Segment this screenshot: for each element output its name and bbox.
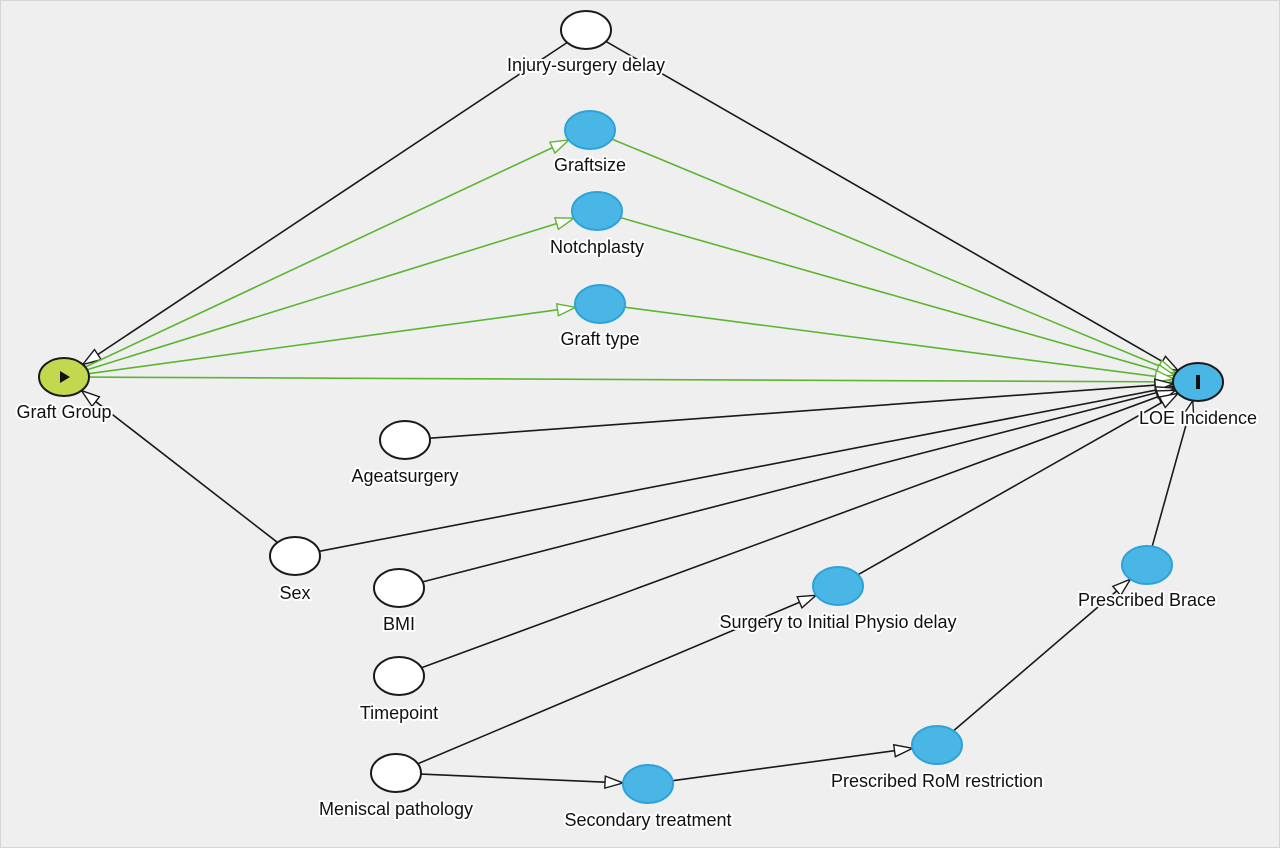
node-label-physio: Surgery to Initial Physio delay xyxy=(719,612,956,632)
node-label-sex: Sex xyxy=(279,583,310,603)
edge-line xyxy=(86,217,575,371)
edge-brace-to-loe[interactable] xyxy=(1151,398,1195,547)
node-ellipse[interactable] xyxy=(370,753,422,793)
node-ellipse[interactable] xyxy=(379,420,431,460)
arrowhead-icon xyxy=(1158,392,1180,409)
node-label-graft_group: Graft Group xyxy=(16,402,111,422)
edge-line xyxy=(319,385,1174,553)
node-ellipse[interactable] xyxy=(373,568,425,608)
edge-line xyxy=(422,387,1175,583)
edge-line xyxy=(82,41,568,366)
edge-line xyxy=(611,138,1177,374)
node-label-bmi: BMI xyxy=(383,614,415,634)
arrowhead-icon xyxy=(80,348,103,366)
arrowhead-icon xyxy=(555,302,578,317)
node-ellipse[interactable] xyxy=(560,10,612,50)
edge-graft_group-to-notch[interactable] xyxy=(86,217,576,371)
node-label-age: Ageatsurgery xyxy=(351,466,458,486)
node-label-rom: Prescribed RoM restriction xyxy=(831,771,1043,791)
edge-line xyxy=(417,594,817,765)
edge-graft_group-to-grafttype[interactable] xyxy=(88,302,578,375)
node-ellipse[interactable] xyxy=(812,566,864,606)
edge-graft_group-to-graftsize[interactable] xyxy=(84,139,571,368)
node-ellipse[interactable] xyxy=(622,764,674,804)
label-layer: Graft Group LOE Incidence Injury-surgery d… xyxy=(14,53,1259,832)
node-notch[interactable] xyxy=(571,191,623,231)
edge-menisc-to-secondary[interactable] xyxy=(420,773,626,790)
arrowhead-icon xyxy=(79,389,101,408)
node-label-delay: Injury-surgery delay xyxy=(507,55,665,75)
node-label-grafttype: Graft type xyxy=(560,329,639,349)
node-physio[interactable] xyxy=(812,566,864,606)
node-ellipse[interactable] xyxy=(911,725,963,765)
edge-line xyxy=(1151,400,1194,547)
arrowhead-icon xyxy=(796,594,819,609)
edge-line xyxy=(420,773,624,784)
node-layer xyxy=(38,10,1224,804)
arrowhead-icon xyxy=(553,217,576,231)
node-loe[interactable] xyxy=(1172,362,1224,402)
edge-secondary-to-rom[interactable] xyxy=(672,743,915,782)
edge-line xyxy=(620,216,1175,377)
node-label-menisc: Meniscal pathology xyxy=(319,799,473,819)
edge-line xyxy=(857,392,1179,576)
arrowhead-icon xyxy=(604,775,626,790)
node-grafttype[interactable] xyxy=(574,284,626,324)
node-label-brace: Prescribed Brace xyxy=(1078,590,1216,610)
edge-line xyxy=(88,306,576,375)
node-label-graftsize: Graftsize xyxy=(554,155,626,175)
node-ellipse[interactable] xyxy=(373,656,425,696)
node-ellipse[interactable] xyxy=(574,284,626,324)
arrowhead-icon xyxy=(892,743,915,758)
node-label-loe: LOE Incidence xyxy=(1139,408,1257,428)
edge-rom-to-brace[interactable] xyxy=(953,577,1133,732)
arrowhead-icon xyxy=(1111,577,1133,597)
edge-line xyxy=(429,383,1174,439)
node-menisc[interactable] xyxy=(370,753,422,793)
node-brace[interactable] xyxy=(1121,545,1173,585)
node-age[interactable] xyxy=(379,420,431,460)
edge-line xyxy=(88,376,1174,383)
edge-grafttype-to-loe[interactable] xyxy=(624,306,1176,384)
edge-menisc-to-physio[interactable] xyxy=(417,594,819,765)
node-rom[interactable] xyxy=(911,725,963,765)
edge-line xyxy=(605,40,1179,372)
node-label-timepoint: Timepoint xyxy=(360,703,438,723)
edge-line xyxy=(953,578,1131,732)
edge-layer xyxy=(79,40,1195,790)
arrowhead-icon xyxy=(1181,398,1195,421)
node-sex[interactable] xyxy=(269,536,321,576)
node-delay[interactable] xyxy=(560,10,612,50)
edge-sex-to-graft_group[interactable] xyxy=(79,389,278,544)
edge-line xyxy=(81,389,278,544)
edge-line xyxy=(84,139,570,368)
node-graftsize[interactable] xyxy=(564,110,616,150)
arrowhead-icon xyxy=(1153,369,1176,384)
edge-physio-to-loe[interactable] xyxy=(857,392,1180,576)
edge-delay-to-graft_group[interactable] xyxy=(80,41,568,366)
node-bmi[interactable] xyxy=(373,568,425,608)
edge-line xyxy=(672,747,913,782)
node-graft_group[interactable] xyxy=(38,357,90,397)
play-icon xyxy=(60,371,70,383)
arrowhead-icon xyxy=(548,139,571,155)
node-label-secondary: Secondary treatment xyxy=(564,810,731,830)
node-label-notch: Notchplasty xyxy=(550,237,644,257)
node-ellipse[interactable] xyxy=(1121,545,1173,585)
bar-icon xyxy=(1196,375,1200,389)
node-ellipse[interactable] xyxy=(571,191,623,231)
edge-line xyxy=(624,306,1174,380)
node-secondary[interactable] xyxy=(622,764,674,804)
node-ellipse[interactable] xyxy=(269,536,321,576)
edge-line xyxy=(421,389,1176,669)
node-ellipse[interactable] xyxy=(564,110,616,150)
node-timepoint[interactable] xyxy=(373,656,425,696)
